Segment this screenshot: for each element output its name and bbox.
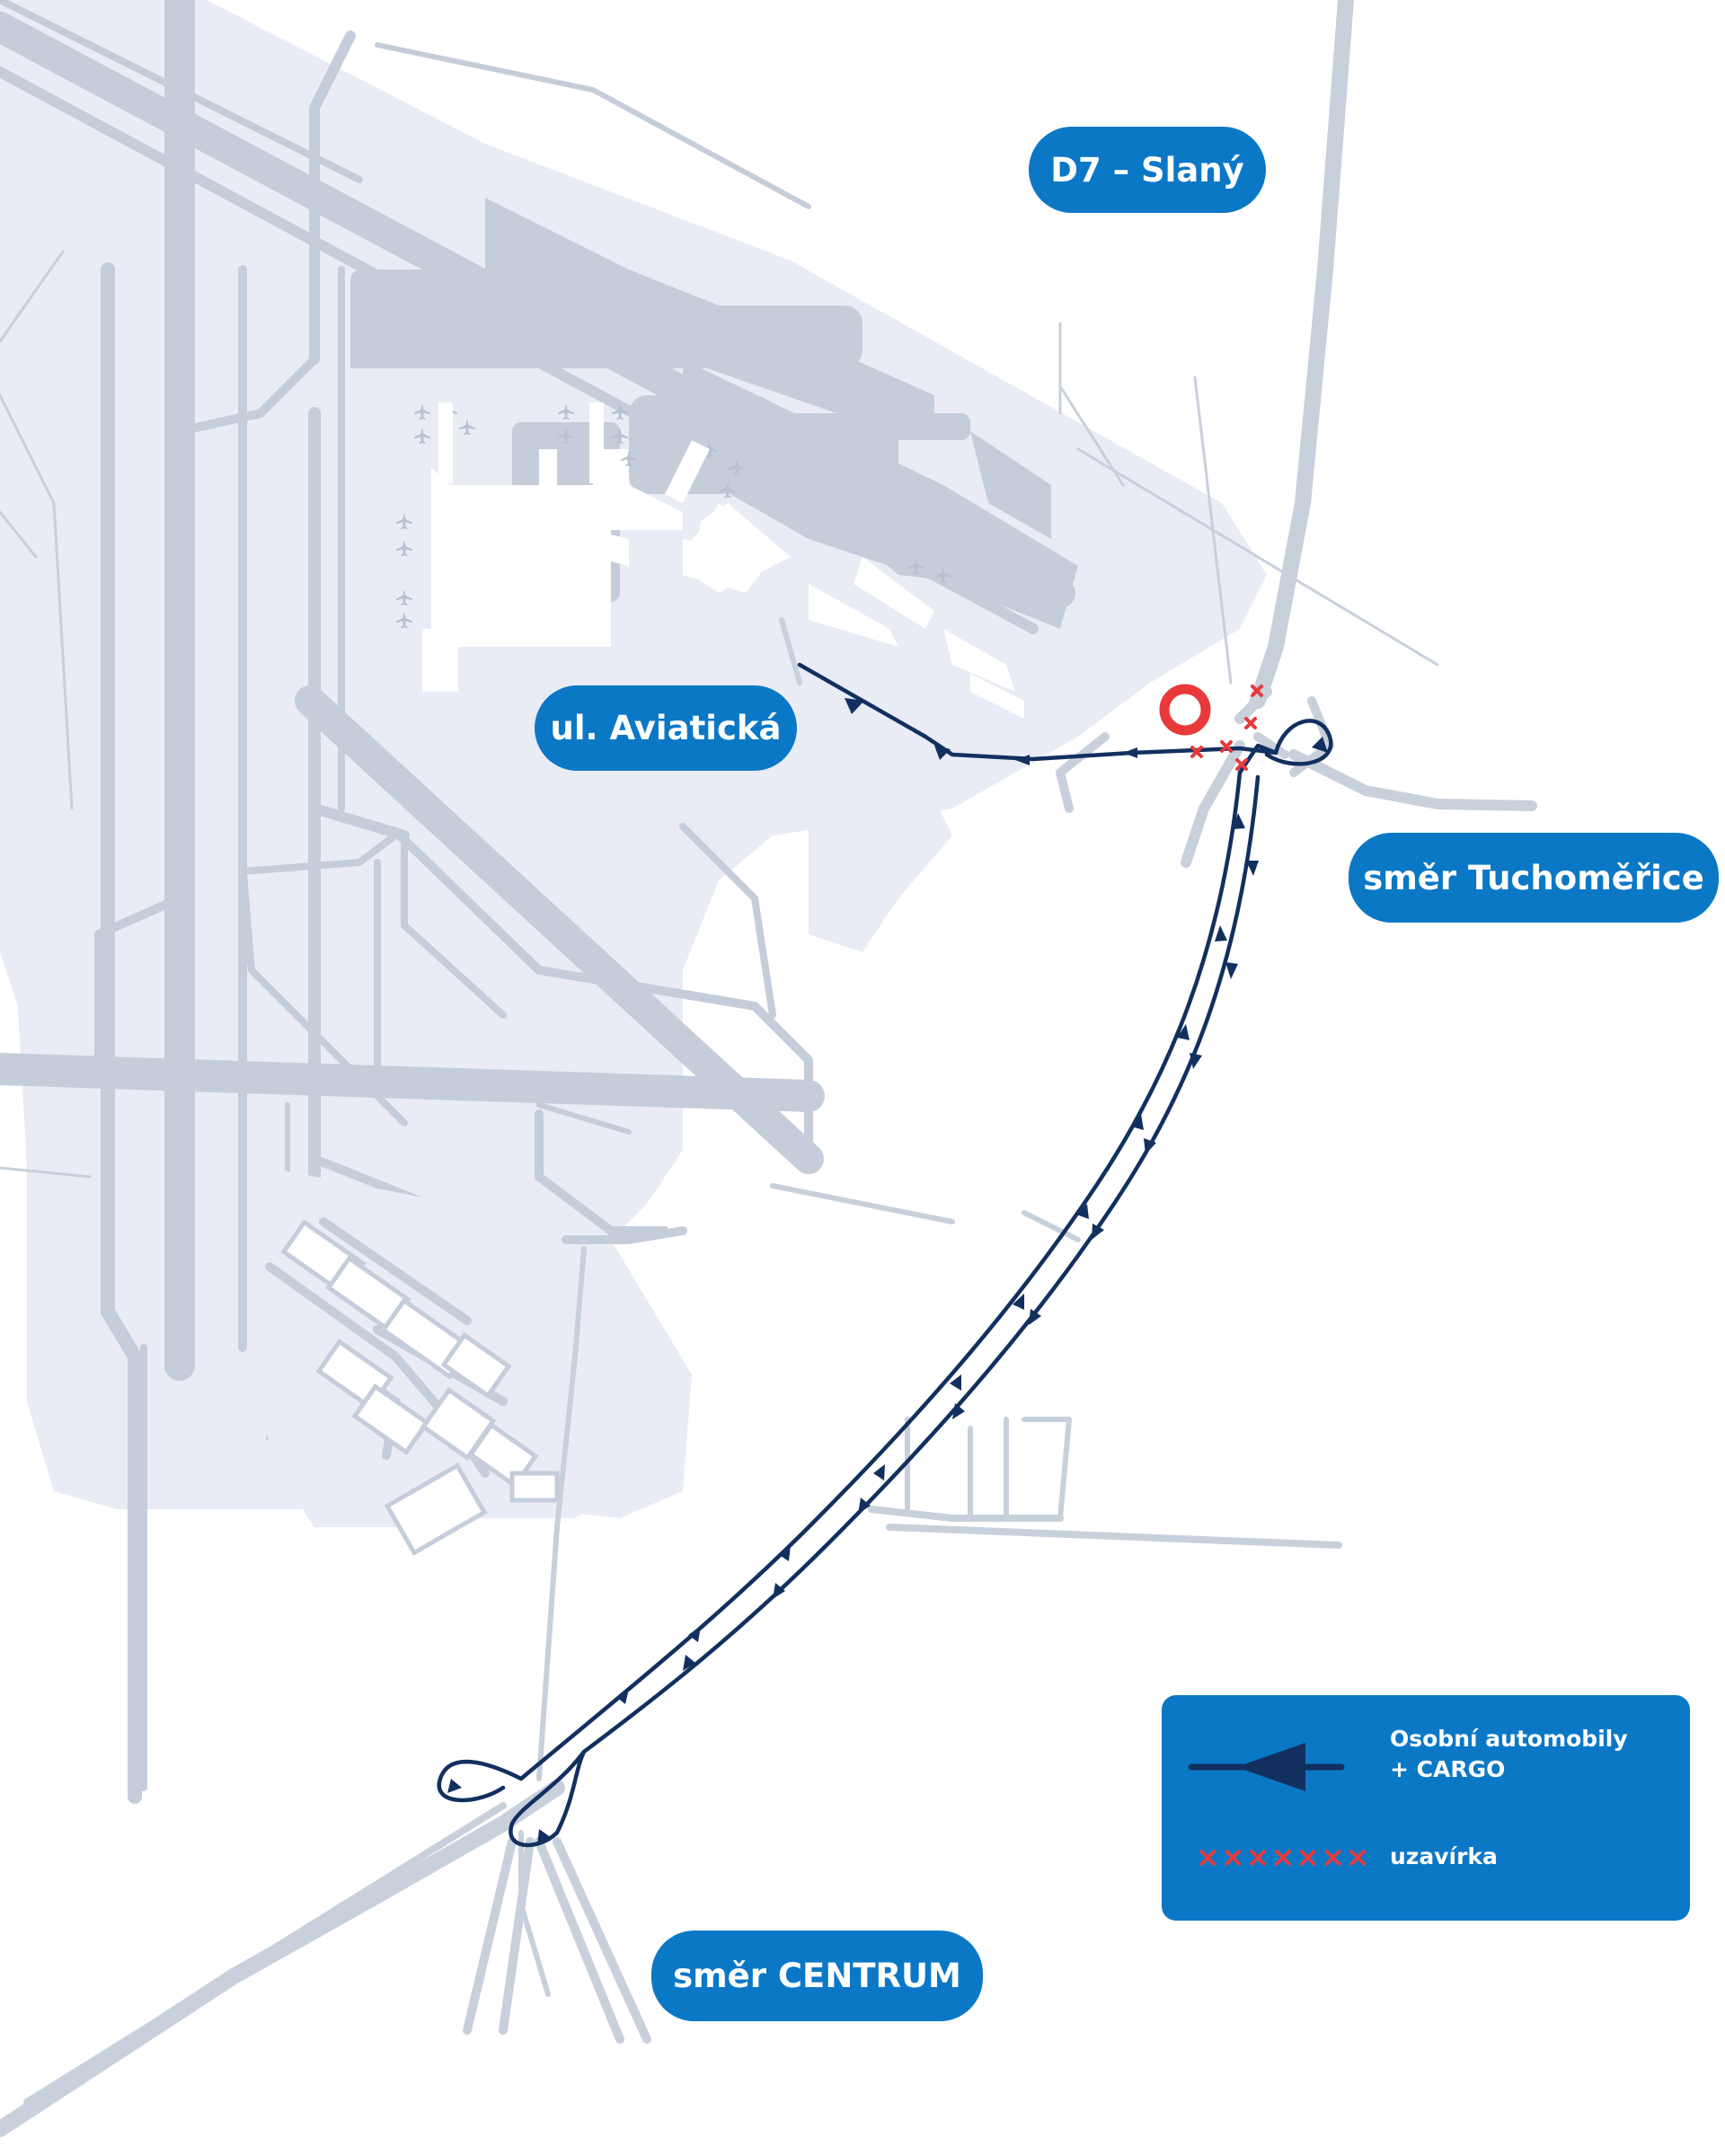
closure-markers xyxy=(1159,684,1263,771)
legend-route-symbol xyxy=(1188,1743,1345,1791)
label-d7-slany: D7 – Slaný xyxy=(1029,127,1266,213)
terminal-buildings xyxy=(422,449,1024,719)
cargo-area xyxy=(252,1168,647,1556)
legend-closure-marks: ××××××× xyxy=(1196,1840,1371,1874)
route-arrowheads xyxy=(447,698,1328,1845)
label-ul-aviaticka: ul. Aviatická xyxy=(535,685,797,771)
terminal-piers xyxy=(438,402,710,503)
legend-closure: uzavírka xyxy=(1390,1843,1498,1869)
label-smer-tuchomerice: směr Tuchoměřice xyxy=(1349,833,1719,923)
legend-cars-line1: Osobní automobily xyxy=(1390,1726,1628,1752)
route-cars-cargo xyxy=(437,662,1333,1848)
legend-cars-line2: + CARGO xyxy=(1390,1756,1506,1782)
red-ring-icon xyxy=(1159,684,1211,736)
arrowhead-icon xyxy=(1236,1743,1305,1791)
legend-panel: Osobní automobily + CARGO ××××××× uzavír… xyxy=(1162,1695,1690,1921)
red-cross-icon xyxy=(1190,685,1263,771)
label-smer-centrum: směr CENTRUM xyxy=(651,1931,983,2021)
